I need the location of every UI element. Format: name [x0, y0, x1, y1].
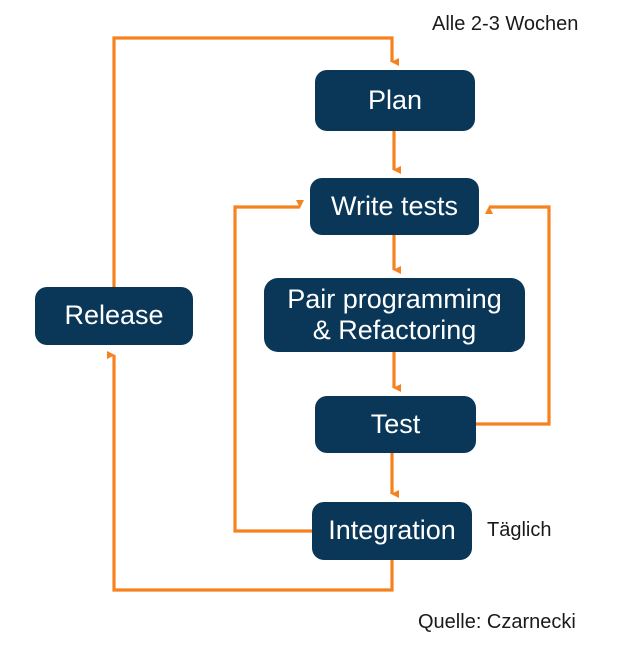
edge-test-to-write-tests — [476, 205, 551, 426]
caption-source: Quelle: Czarnecki — [418, 611, 576, 633]
edge-integration-to-release — [107, 351, 394, 592]
node-write-tests[interactable]: Write tests — [310, 178, 479, 235]
node-integration[interactable]: Integration — [312, 502, 472, 560]
node-test[interactable]: Test — [315, 396, 476, 453]
edge-integration-to-write-tests — [233, 200, 312, 533]
node-pair-programming-refactoring[interactable]: Pair programming & Refactoring — [264, 278, 525, 352]
caption-integration-cadence: Täglich — [487, 519, 552, 541]
edge-release-to-plan — [112, 36, 399, 287]
node-release[interactable]: Release — [35, 287, 193, 345]
caption-iteration-cadence: Alle 2-3 Wochen — [432, 13, 579, 35]
node-plan[interactable]: Plan — [315, 70, 475, 131]
